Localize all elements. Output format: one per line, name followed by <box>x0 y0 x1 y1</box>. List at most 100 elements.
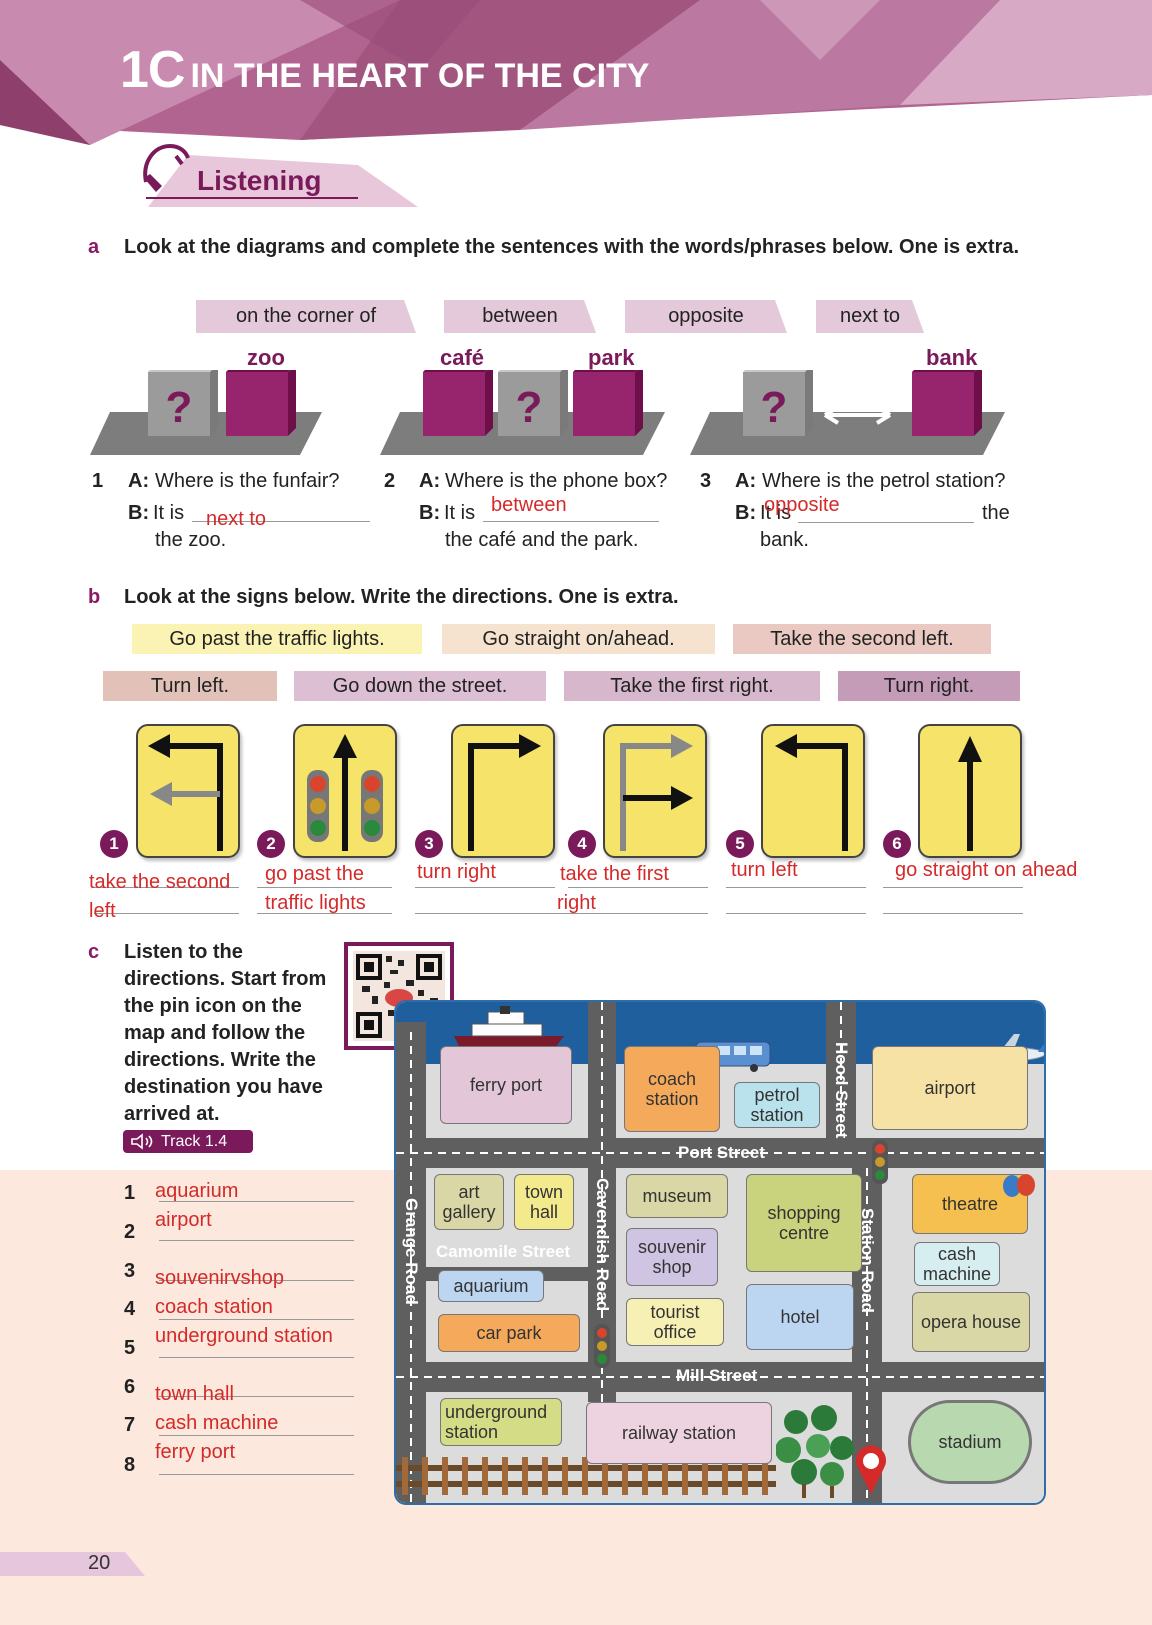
option-chip: Turn left. <box>103 671 277 701</box>
sign-take-first-right <box>603 724 707 858</box>
answer-line <box>415 887 555 888</box>
item-number: 1 <box>92 470 104 492</box>
header-banner <box>0 0 1152 145</box>
unit-number: 1C <box>120 41 185 99</box>
answer-line <box>159 1240 354 1241</box>
answer-line <box>568 887 708 888</box>
handwritten-answer: town hall <box>155 1383 234 1405</box>
handwritten-answer: cash machine <box>155 1412 279 1434</box>
right-arrow-icon <box>468 734 541 851</box>
answer-line <box>415 913 555 914</box>
sign-number-badge: 6 <box>883 830 911 858</box>
map-place-hotel: hotel <box>746 1284 854 1350</box>
map-place-underground-station: underground station <box>440 1398 562 1446</box>
speaker-a: A: <box>735 470 757 492</box>
item-number: 4 <box>124 1298 136 1320</box>
up-arrow-icon <box>958 736 982 851</box>
item-number: 7 <box>124 1414 136 1436</box>
map-place-art-gallery: art gallery <box>434 1174 504 1230</box>
answer-line <box>726 887 866 888</box>
street-label-station: Station Road <box>858 1208 877 1313</box>
map-place-aquarium: aquarium <box>438 1270 544 1302</box>
question-letter-b: b <box>88 586 101 608</box>
trees-icon <box>776 1405 854 1498</box>
handwritten-answer: underground station <box>155 1325 333 1347</box>
map-place-opera-house: opera house <box>912 1292 1030 1352</box>
second-left-arrow-icon <box>148 734 223 851</box>
item-number: 8 <box>124 1454 136 1476</box>
item-number: 1 <box>124 1182 136 1204</box>
option-chip: next to <box>816 300 924 333</box>
handwritten-answer: turn left <box>731 859 798 881</box>
map-place-airport: airport <box>872 1046 1028 1130</box>
option-chip: opposite <box>625 300 787 333</box>
map-place-coach-station: coach station <box>624 1046 720 1132</box>
answer-line <box>159 1280 354 1281</box>
answer-line <box>798 522 974 523</box>
option-chip: Go straight on/ahead. <box>442 624 715 654</box>
section-title: Listening <box>197 165 322 196</box>
theatre-masks-icon <box>1003 1174 1035 1197</box>
answer-suffix: the zoo. <box>155 529 227 551</box>
item-number: 6 <box>124 1376 136 1398</box>
handwritten-answer: airport <box>155 1209 212 1231</box>
page-number: 20 <box>88 1552 111 1574</box>
speaker-b: B: <box>735 502 757 524</box>
answer-line <box>726 913 866 914</box>
question-a-instruction: Look at the diagrams and complete the se… <box>124 236 1020 258</box>
handwritten-answer: between <box>491 494 567 516</box>
handwritten-answer: ferry port <box>155 1441 236 1463</box>
map-place-railway-station: railway station <box>586 1402 772 1464</box>
option-chip: Take the second left. <box>733 624 991 654</box>
handwritten-answer: coach station <box>155 1296 273 1318</box>
sign-turn-right <box>451 724 555 858</box>
handwritten-answer: go past the traffic lights <box>265 863 366 914</box>
map-place-town-hall: town hall <box>514 1174 574 1230</box>
item-number: 5 <box>124 1337 136 1359</box>
map-place-petrol-station: petrol station <box>734 1082 820 1128</box>
answer-suffix: the café and the park. <box>445 529 639 551</box>
sign-traffic-lights <box>293 724 397 858</box>
handwritten-answer: go straight on ahead <box>895 859 1078 881</box>
answer-mid: the <box>982 502 1010 524</box>
handwritten-answer: aquarium <box>155 1180 239 1202</box>
answer-line <box>883 887 1023 888</box>
traffic-lights-icon <box>307 734 383 851</box>
street-label-mill: Mill Street <box>676 1366 758 1385</box>
position-diagrams: ? <box>90 370 1005 455</box>
track-label: Track 1.4 <box>161 1133 228 1150</box>
answer-line <box>257 913 392 914</box>
answer-line <box>159 1396 354 1397</box>
map-place-stadium: stadium <box>908 1400 1032 1484</box>
answer-line <box>159 1474 354 1475</box>
street-label-camomile: Camomile Street <box>436 1242 571 1261</box>
map-place-car-park: car park <box>438 1314 580 1352</box>
question-text: Where is the petrol station? <box>762 470 1006 492</box>
item-number: 2 <box>384 470 396 492</box>
traffic-light-icon <box>872 1140 888 1184</box>
handwritten-answer: souvenirvshop <box>155 1267 284 1289</box>
traffic-light-icon <box>594 1324 610 1368</box>
answer-line <box>159 1201 354 1202</box>
option-chip: Go down the street. <box>294 671 546 701</box>
answer-line <box>159 1357 354 1358</box>
handwritten-answer: opposite <box>764 494 840 516</box>
item-number: 3 <box>700 470 712 492</box>
diagram-label-zoo: zoo <box>247 345 285 370</box>
sign-number-badge: 4 <box>568 830 596 858</box>
handwritten-answer: next to <box>206 508 267 530</box>
street-label-port: Port Street <box>678 1143 765 1162</box>
map-place-theatre: theatre <box>912 1174 1028 1234</box>
headphones-icon <box>143 143 190 192</box>
item-number: 2 <box>124 1221 136 1243</box>
question-text: Where is the phone box? <box>445 470 668 492</box>
option-chip: Go past the traffic lights. <box>132 624 422 654</box>
answer-line <box>483 521 659 522</box>
speaker-icon <box>131 1133 153 1150</box>
diagram-label-park: park <box>588 345 635 370</box>
answer-line <box>257 887 392 888</box>
left-arrow-icon <box>775 734 848 851</box>
answer-line <box>192 521 370 522</box>
audio-track-button[interactable]: Track 1.4 <box>123 1130 253 1153</box>
